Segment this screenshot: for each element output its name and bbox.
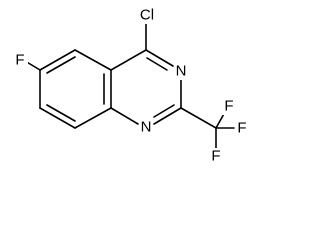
bond-c4a-c5 bbox=[74, 49, 112, 71]
atom-labels: Cl F N N F F F bbox=[14, 7, 249, 165]
atom-chlorine: Cl bbox=[137, 7, 157, 24]
atom-nitrogen-3: N bbox=[174, 63, 188, 80]
bond-c4-n3-inner bbox=[146, 57, 168, 71]
atom-fluorine-cf3-right: F bbox=[235, 120, 249, 137]
chlorine-label: Cl bbox=[140, 7, 154, 24]
bond-c8-c8a bbox=[74, 107, 112, 129]
bond-c2-n1 bbox=[153, 107, 182, 125]
bond-c5-c6 bbox=[39, 49, 76, 71]
atom-nitrogen-1: N bbox=[139, 119, 153, 136]
bond-c2-cf3 bbox=[180, 107, 217, 129]
bond-c5-c6-inner bbox=[46, 56, 76, 74]
atom-fluorine-ring: F bbox=[14, 52, 28, 69]
bond-c4a-c4 bbox=[110, 49, 147, 71]
chemical-structure-diagram: Cl F N N F F F bbox=[14, 6, 249, 165]
bond-c7-c8 bbox=[39, 107, 76, 129]
bond-c2-n1-inner bbox=[153, 104, 175, 118]
atom-fluorine-cf3-bottom: F bbox=[209, 148, 223, 165]
nitrogen-1-label: N bbox=[141, 119, 152, 136]
bond-c4-n3 bbox=[145, 49, 174, 67]
fluorine-cf3-right-label: F bbox=[237, 120, 246, 137]
fluorine-cf3-top-label: F bbox=[224, 98, 233, 115]
fluorine-cf3-bottom-label: F bbox=[211, 148, 220, 165]
bond-n1-c8a bbox=[110, 107, 139, 125]
atom-fluorine-cf3-top: F bbox=[222, 98, 236, 115]
bond-c7-c8-inner bbox=[46, 104, 76, 122]
fluorine-ring-label: F bbox=[15, 52, 24, 69]
bonds bbox=[24, 21, 235, 149]
nitrogen-3-label: N bbox=[176, 63, 187, 80]
